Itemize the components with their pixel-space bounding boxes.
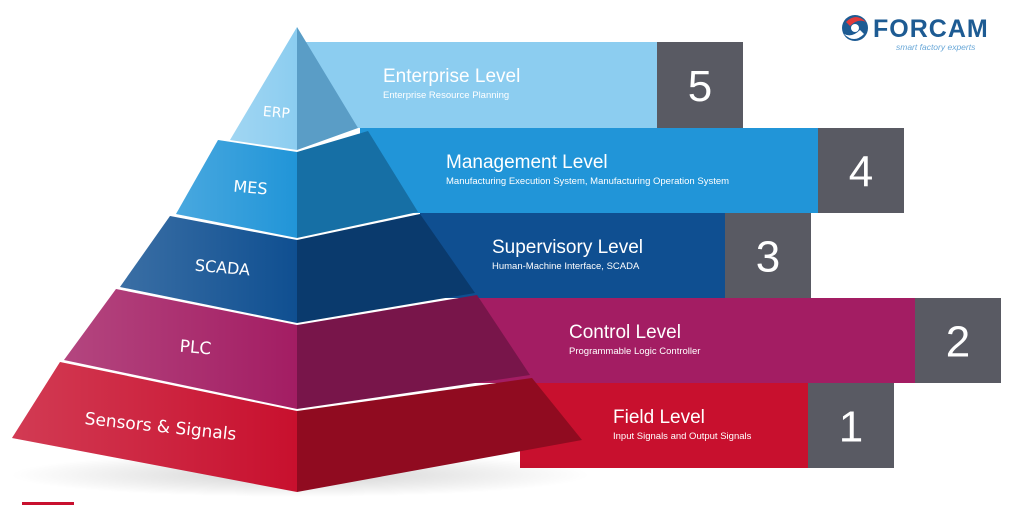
level-title: Enterprise Level [383,66,520,87]
level-bar-fill [360,128,818,213]
pyramid-tier-shine [230,27,297,150]
pyramid-tier-side [297,214,475,323]
level-number-box [808,383,894,468]
pyramid-tier-shine [64,289,297,409]
pyramid-tier-shine [120,216,297,323]
level-title: Supervisory Level [492,237,643,258]
pyramid-tier-side [297,27,358,150]
pyramid-tier-2: PLC [64,289,530,409]
level-bar-fill [300,42,657,128]
forcam-swirl-icon [842,15,868,41]
brand-tagline: smart factory experts [896,42,976,52]
pyramid-tier-label: PLC [179,337,212,360]
level-subtitle: Human-Machine Interface, SCADA [492,261,640,272]
forcam-logo: FORCAM smart factory experts [842,15,989,52]
level-number: 5 [688,62,712,111]
accent-underline [22,502,74,505]
pyramid-tier-label: SCADA [194,256,251,280]
level-number: 1 [839,403,863,452]
level-number-box [657,42,743,128]
pyramid-tier-label: ERP [262,104,290,122]
level-title: Management Level [446,152,608,173]
level-number-box [725,213,811,298]
pyramid-tier-side [297,378,582,492]
level-title: Control Level [569,322,681,343]
pyramid-tier-side [297,131,418,238]
level-subtitle: Manufacturing Execution System, Manufact… [446,176,729,187]
level-subtitle: Programmable Logic Controller [569,346,700,357]
pyramid-tier-3: SCADA [120,214,475,323]
level-number: 2 [946,318,970,367]
pyramid-tier-side [297,295,530,409]
level-number-box [915,298,1001,383]
level-number-box [818,128,904,213]
pyramid-tier-label: MES [233,177,269,199]
level-subtitle: Enterprise Resource Planning [383,90,509,101]
level-bar-fill [470,298,915,383]
pyramid-tier-1: Sensors & Signals [12,362,582,492]
pyramid-tier-4: MES [176,131,418,238]
level-bar-fill [420,213,725,298]
level-subtitle: Input Signals and Output Signals [613,431,752,442]
pyramid-tier-shine [12,362,297,492]
level-title: Field Level [613,407,705,428]
level-number: 3 [756,233,780,282]
pyramid-tier-shine [176,140,297,238]
brand-name: FORCAM [873,15,989,43]
pyramid-tier-5: ERP [230,27,358,150]
level-number: 4 [849,148,873,197]
